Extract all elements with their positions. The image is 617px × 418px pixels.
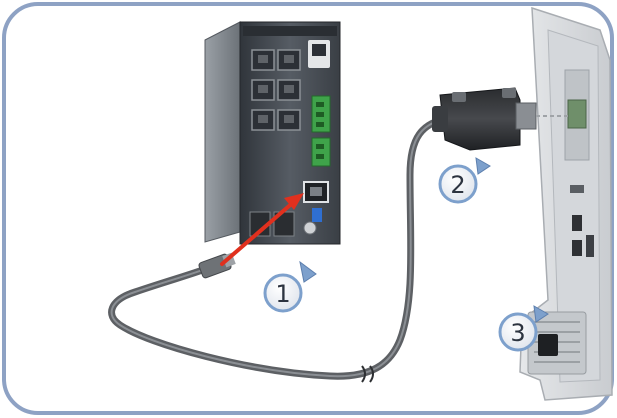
terminal-blocks: [311, 95, 331, 167]
callout-number-2: 2: [450, 171, 465, 199]
callout-number-1: 1: [275, 280, 290, 308]
network-switch: [204, 21, 341, 245]
callout-badge-2: 2: [438, 157, 491, 204]
dip-switch: [312, 208, 322, 222]
ground-screw: [303, 221, 317, 235]
callout-number-3: 3: [510, 319, 525, 347]
db9-connector: [432, 87, 570, 151]
cable-tie: [361, 365, 374, 383]
connection-arrow: [220, 193, 304, 266]
callout-badge-3: 3: [498, 305, 549, 352]
callout-badge-1: 1: [263, 260, 317, 313]
